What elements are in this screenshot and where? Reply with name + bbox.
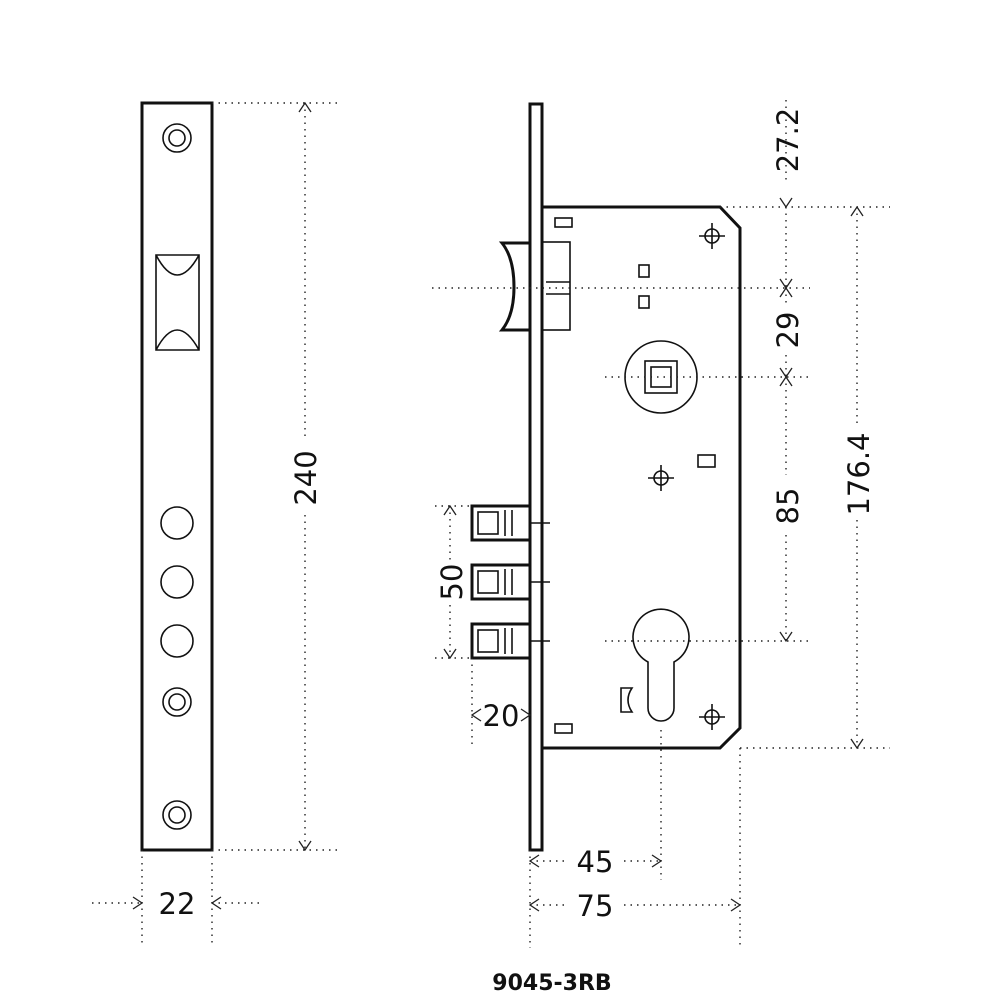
faceplate-bolt-hole: [160, 565, 194, 599]
deadbolt: [470, 622, 550, 660]
screw-crosshair: [699, 223, 725, 249]
lock-body-side-view: [470, 102, 742, 852]
dim-handle-to-cylinder: 85: [771, 488, 805, 525]
dim-case-height: 176.4: [842, 432, 876, 515]
faceplate-bottom-screw-hole: [162, 800, 192, 830]
latch-bolt: [498, 241, 571, 332]
dim-backset: 45: [577, 845, 614, 879]
model-label: 9045-3RB: [492, 971, 611, 996]
faceplate-front-view: [140, 101, 214, 852]
screw-crosshair: [648, 465, 674, 491]
dim-bolt-span: 50: [435, 564, 469, 601]
dim-follower-spacing: 29: [771, 312, 805, 349]
dim-top-offset: 27.2: [771, 108, 805, 173]
faceplate-middle-screw-hole: [162, 687, 192, 717]
faceplate-bolt-hole: [160, 506, 194, 540]
deadbolt: [470, 504, 550, 542]
screw-crosshair: [699, 704, 725, 730]
dim-bolt-throw: 20: [483, 699, 520, 733]
faceplate-latch-opening: [155, 254, 200, 351]
faceplate-top-screw-hole: [162, 123, 192, 153]
dim-faceplate-height: 240: [289, 450, 323, 505]
lock-body-dimension-lines: [432, 100, 890, 948]
dim-faceplate-width: 22: [159, 887, 196, 921]
dim-case-depth: 75: [577, 889, 614, 923]
deadbolt: [470, 563, 550, 601]
cylinder-cutout: [632, 608, 690, 722]
faceplate-bolt-hole: [160, 624, 194, 658]
faceplate-dimension-lines: [92, 101, 340, 945]
